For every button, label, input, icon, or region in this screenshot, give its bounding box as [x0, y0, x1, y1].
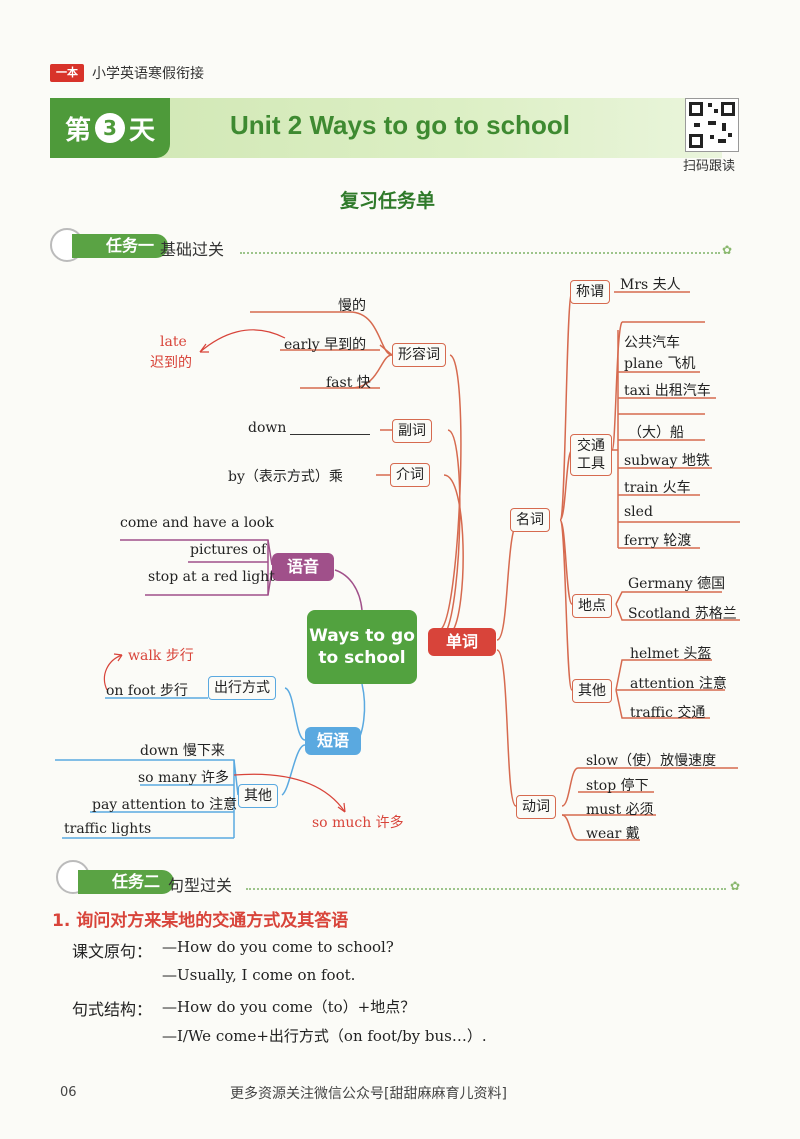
transport-item: sled [624, 504, 653, 520]
orig-question: —How do you come to school? [162, 938, 394, 956]
day-suffix: 天 [129, 115, 156, 146]
place-node: 地点 [572, 594, 612, 618]
place-item: Scotland 苏格兰 [628, 606, 737, 622]
phrases-node: 短语 [305, 727, 361, 755]
verb-item: wear 戴 [586, 826, 640, 842]
words-node: 单词 [428, 628, 496, 656]
day-tab: 第 3 天 [50, 98, 170, 158]
divider [240, 252, 720, 254]
flower-icon: ✿ [722, 243, 733, 257]
verb-item: must 必须 [586, 802, 654, 818]
series-title: 小学英语寒假衔接 [92, 66, 204, 82]
place-item: Germany 德国 [628, 576, 726, 592]
brand-logo: 一本 [50, 64, 84, 82]
blank-line [290, 434, 370, 435]
phrase-item: so many 许多 [138, 770, 230, 786]
struct-answer: —I/We come+出行方式（on foot/by bus…）. [162, 1027, 487, 1045]
verb-node: 动词 [516, 795, 556, 819]
divider [246, 888, 726, 890]
adj-item-fast: fast 快 [326, 375, 371, 391]
day-number: 3 [95, 113, 125, 143]
flower-icon: ✿ [730, 879, 741, 893]
transport-item: ferry 轮渡 [624, 533, 692, 549]
verb-item: stop 停下 [586, 778, 649, 794]
transport-item: plane 飞机 [624, 356, 696, 372]
transport-item: subway 地铁 [624, 453, 710, 469]
mindmap-center: Ways to go to school [307, 610, 417, 684]
transport-item: （大）船 [628, 425, 684, 441]
note-walk: walk 步行 [128, 648, 194, 664]
note-late-cn: 迟到的 [150, 355, 192, 371]
note-late: late [160, 334, 187, 350]
misc-item: helmet 头盔 [630, 646, 712, 662]
other-phrases-node: 其他 [238, 784, 278, 808]
qr-code-icon[interactable] [685, 98, 739, 152]
transport-item: train 火车 [624, 480, 691, 496]
adv-node: 副词 [392, 419, 432, 443]
sounds-item: pictures of [190, 542, 267, 558]
verb-item: slow（使）放慢速度 [586, 753, 717, 769]
misc-item: traffic 交通 [630, 705, 706, 721]
struct-label: 句式结构： [72, 1000, 153, 1019]
transport-node: 交通工具 [570, 434, 612, 476]
misc-item: attention 注意 [630, 676, 727, 692]
adj-item-slow: 慢的 [338, 298, 366, 314]
orig-label: 课文原句： [72, 942, 153, 961]
title-node: 称谓 [570, 280, 610, 304]
review-title: 复习任务单 [340, 190, 436, 212]
qr-label: 扫码跟读 [683, 159, 736, 174]
prep-node: 介词 [390, 463, 430, 487]
prep-item: by（表示方式）乘 [228, 469, 343, 485]
sounds-node: 语音 [272, 553, 334, 581]
noun-node: 名词 [510, 508, 550, 532]
adj-item-early: early 早到的 [284, 337, 367, 353]
struct-question: —How do you come（to）+地点？ [162, 998, 416, 1016]
phrase-item: down 慢下来 [140, 743, 225, 759]
task1-subtitle: 基础过关 [160, 240, 225, 259]
task2-tag: 任务二 [78, 870, 175, 894]
adv-item: down [248, 420, 287, 436]
misc-node: 其他 [572, 679, 612, 703]
phrase-item: traffic lights [64, 821, 152, 837]
unit-title: Unit 2 Ways to go to school [230, 110, 570, 140]
sounds-item: come and have a look [120, 515, 274, 531]
day-prefix: 第 [64, 115, 91, 146]
transport-item: 公共汽车 [624, 335, 680, 351]
travel-node: 出行方式 [208, 676, 276, 700]
footer-text: 更多资源关注微信公众号[甜甜麻麻育儿资料] [230, 1086, 507, 1102]
adj-node: 形容词 [392, 343, 446, 367]
sounds-item: stop at a red light [148, 569, 275, 585]
transport-item: taxi 出租汽车 [624, 383, 711, 399]
title-item: Mrs 夫人 [620, 277, 681, 293]
phrase-item: pay attention to 注意 [92, 797, 238, 813]
page-number: 06 [60, 1085, 77, 1100]
section-title: 1. 询问对方来某地的交通方式及其答语 [52, 911, 349, 931]
orig-answer: —Usually, I come on foot. [162, 966, 356, 984]
task2-subtitle: 句型过关 [168, 876, 233, 895]
task1-tag: 任务一 [72, 234, 169, 258]
note-so-much: so much 许多 [312, 815, 404, 831]
travel-item: on foot 步行 [106, 683, 189, 699]
